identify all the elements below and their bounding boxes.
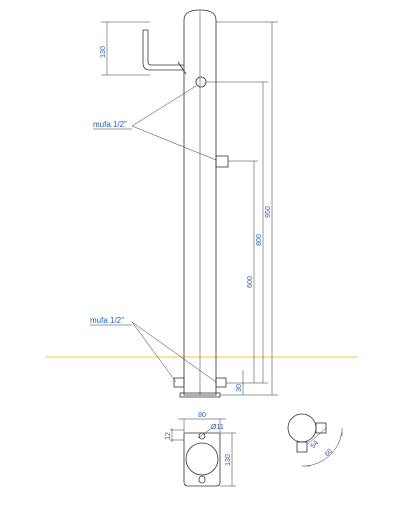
section-detail: 54 60 — [287, 413, 343, 467]
fitting-top-label: mufa 1/2" — [93, 120, 127, 129]
fitting-upper-circle — [195, 76, 207, 88]
total-height-value: 950 — [265, 206, 272, 218]
main-pole — [183, 9, 217, 396]
bracket-height-dimension: 130 — [100, 21, 150, 76]
fitting-middle-dimension: 600 — [228, 160, 258, 383]
base-offset-dimension: 30 — [236, 370, 244, 395]
fitting-bottom-label: mufa 1/2" — [90, 316, 124, 325]
plate-width-value: 80 — [198, 412, 206, 419]
fitting-bottom-leaders — [131, 321, 217, 383]
plate-hole-value: Ø11 — [211, 424, 224, 431]
fitting-upper-value: 800 — [256, 234, 263, 246]
detail-radius-value: 60 — [324, 448, 335, 459]
plate-height-value: 130 — [225, 454, 232, 466]
fitting-middle-value: 600 — [247, 276, 254, 288]
hook-bracket — [142, 29, 187, 75]
base-plate-detail: 80 12 Ø11 130 — [165, 412, 236, 487]
fitting-upper-dimension: 800 — [206, 81, 268, 384]
bracket-height-value: 130 — [100, 46, 107, 58]
detail-small-value: 54 — [310, 440, 321, 451]
total-height-dimension: 950 — [216, 21, 278, 396]
base-offset-value: 30 — [236, 384, 243, 392]
plate-edge-value: 12 — [165, 432, 172, 440]
fitting-bottom-left — [173, 377, 185, 388]
fitting-bottom-right — [215, 377, 227, 388]
fitting-middle-square — [215, 155, 229, 168]
fitting-top-leaders — [131, 85, 217, 161]
